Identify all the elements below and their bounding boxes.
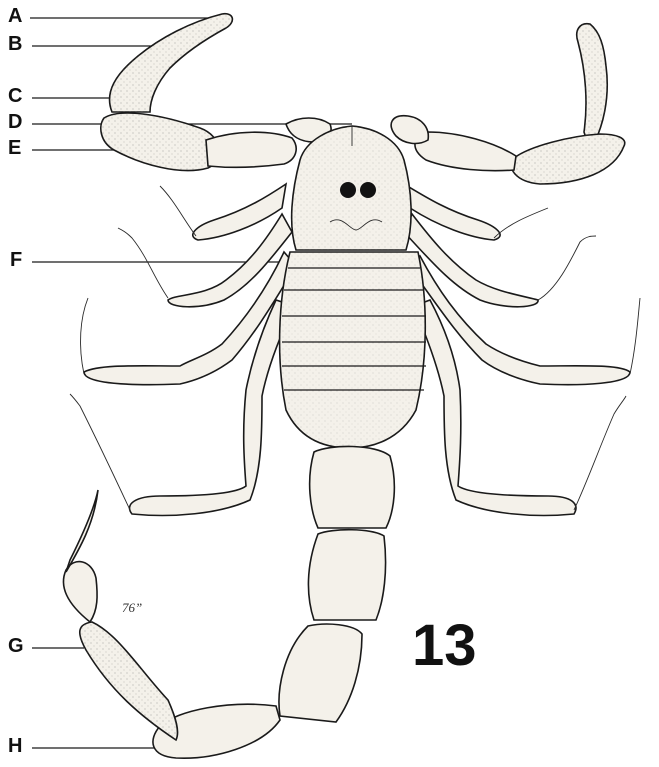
carapace xyxy=(292,126,411,250)
right-pedipalp xyxy=(391,24,625,184)
figure-number: 13 xyxy=(412,612,477,679)
left-legs xyxy=(70,184,296,515)
label-b: B xyxy=(8,34,22,54)
left-pedipalp xyxy=(101,14,331,171)
right-legs xyxy=(404,184,640,515)
label-h: H xyxy=(8,736,22,756)
mesosoma xyxy=(280,252,426,448)
label-f: F xyxy=(10,250,22,270)
label-c: C xyxy=(8,86,22,106)
label-a: A xyxy=(8,6,22,26)
label-e: E xyxy=(8,138,21,158)
label-d: D xyxy=(8,112,22,132)
artist-signature: 76” xyxy=(122,600,142,616)
label-g: G xyxy=(8,636,24,656)
